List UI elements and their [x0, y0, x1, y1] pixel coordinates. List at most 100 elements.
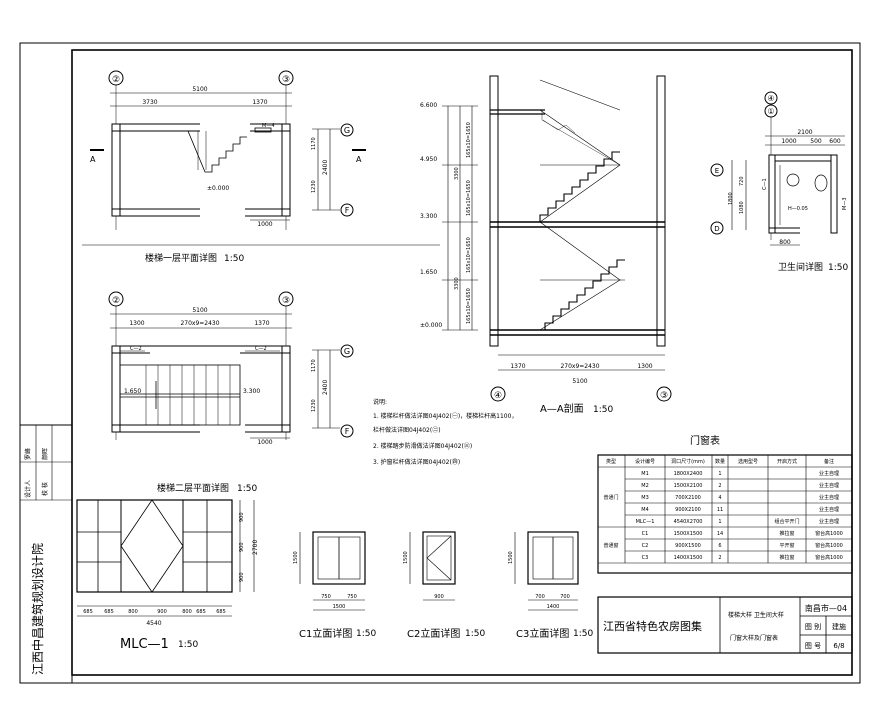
tb-content-1: 楼梯大样 卫生间大样 — [728, 611, 784, 619]
table-group-windows: 普通窗 — [603, 542, 618, 549]
table-cell: 6 — [718, 543, 721, 549]
door-window-table-grid — [597, 454, 853, 574]
sec-dim-1370: 1370 — [510, 363, 525, 370]
table-cell: C3 — [642, 555, 649, 561]
table-cell: 推拉窗 — [779, 530, 794, 537]
dim-1000: 1000 — [257, 221, 272, 228]
table-cell: 窗台高1000 — [815, 542, 843, 549]
scale-mlc: 1:50 — [178, 640, 198, 650]
table-cell: 900X2100 — [675, 507, 701, 513]
dim-2400b: 2400 — [322, 380, 329, 395]
level-0s: ±0.000 — [420, 322, 442, 329]
table-group-doors: 普通门 — [603, 494, 618, 501]
title-toilet: 卫生间详图 — [778, 261, 823, 273]
axis-label-G2: G — [344, 347, 350, 356]
sec-dim-5100: 5100 — [572, 378, 587, 385]
dim-5100b: 5100 — [192, 307, 207, 314]
axis-label-3c: ③ — [660, 391, 668, 401]
table-cell: 窗台高1000 — [815, 554, 843, 561]
note-3: 3. 护窗栏杆做法详图04J402(㊃) — [373, 458, 460, 466]
titleblock-grid — [19, 424, 853, 684]
table-cell: MLC—1 — [636, 519, 655, 525]
mlc-h-1: 900 — [239, 512, 245, 522]
mlc-dim-5: 800 — [182, 609, 192, 615]
level-6600: 6.600 — [420, 102, 437, 109]
c1-total: 1500 — [333, 604, 346, 610]
flight-1: 165x10=1650 — [466, 122, 472, 158]
toilet-plan — [710, 91, 845, 246]
c2-h: 1500 — [403, 551, 409, 564]
c1-w2: 750 — [347, 594, 357, 600]
c3-w2: 700 — [560, 594, 570, 600]
dim-1370: 1370 — [252, 99, 267, 106]
table-cell: C2 — [642, 543, 649, 549]
scale-section: 1:50 — [593, 405, 613, 415]
table-header-cell: 数量 — [715, 458, 725, 465]
table-cell: 业主自理 — [819, 506, 839, 513]
table-cell: M2 — [641, 483, 649, 489]
table-cell: M3 — [641, 495, 649, 501]
toilet-dim-800: 800 — [779, 239, 791, 246]
toilet-dim-720: 720 — [739, 176, 745, 186]
mlc-dim-6: 685 — [196, 609, 206, 615]
table-cell: 11 — [717, 507, 723, 513]
flight-3: 165x10=1650 — [466, 237, 472, 273]
plan-2 — [108, 291, 354, 440]
note-1b: 栏杆做法详图04J402(㊁) — [373, 426, 441, 434]
section-mark-a-right: A — [356, 155, 362, 164]
dim-1370b: 1370 — [254, 320, 269, 327]
title-c1: C1立面详图 — [299, 627, 352, 640]
plan-1 — [82, 70, 440, 246]
scale-c2: 1:50 — [465, 629, 485, 639]
tb-code: 南昌市—04 — [805, 603, 847, 613]
c2-elevation — [409, 531, 456, 601]
table-header-cell: 开启方式 — [777, 458, 797, 465]
table-cell: 1500X1500 — [674, 531, 703, 537]
axis-label-2b: ② — [112, 296, 120, 306]
level-1650: 1.650 — [124, 388, 141, 395]
mlc-h-3: 900 — [239, 572, 245, 582]
mlc-dim-total: 4540 — [146, 620, 161, 627]
sec-dim-1300: 1300 — [637, 363, 652, 370]
flight-4: 165x10=1650 — [466, 288, 472, 324]
outer-frame — [19, 42, 861, 684]
axis-label-4: ④ — [494, 391, 502, 401]
dim-2400: 2400 — [322, 160, 329, 175]
axis-label-F2: F — [345, 427, 350, 436]
scale-c3: 1:50 — [573, 629, 593, 639]
c2-w: 900 — [434, 594, 444, 600]
axis-bubble-G — [340, 123, 354, 137]
dim-3730: 3730 — [142, 99, 157, 106]
dim-5100: 5100 — [192, 86, 207, 93]
toilet-dim-1800: 1800 — [728, 192, 734, 205]
title-c2: C2立面详图 — [407, 627, 460, 640]
toilet-dim-600: 600 — [829, 138, 841, 145]
table-cell: 900X1500 — [675, 543, 701, 549]
dim-1170b: 1170 — [311, 359, 317, 372]
mlc-dim-3: 800 — [128, 609, 138, 615]
mlc-dim-2: 685 — [104, 609, 114, 615]
table-header-cell: 类型 — [606, 458, 616, 465]
axis-label-F: F — [345, 206, 350, 215]
axis-bubble-F2 — [340, 424, 354, 438]
mlc-h-total: 2700 — [252, 540, 259, 555]
tb-designer-label: 设计人 — [24, 480, 32, 498]
axis-bubble-G2 — [340, 344, 354, 358]
tb-checker-name: 颜晖 — [41, 448, 49, 460]
axis-bubble-4 — [490, 386, 506, 402]
dim-1300b: 1300 — [129, 320, 144, 327]
table-cell: 2 — [718, 555, 721, 561]
level-3300s: 3.300 — [420, 213, 437, 220]
table-cell: 1400X1500 — [674, 555, 703, 561]
c1-h: 1500 — [293, 551, 299, 564]
axis-label-E: E — [715, 167, 719, 175]
axis-label-1t: ① — [767, 107, 774, 116]
toilet-level: H—0.05 — [788, 206, 808, 212]
toilet-dim-1000: 1000 — [781, 138, 796, 145]
tb-no-label: 图 号 — [805, 642, 821, 650]
table-header-cell: 选用型号 — [738, 458, 758, 465]
note-2: 2. 楼梯踏步防滑做法详图04J402(㊂) — [373, 442, 472, 450]
